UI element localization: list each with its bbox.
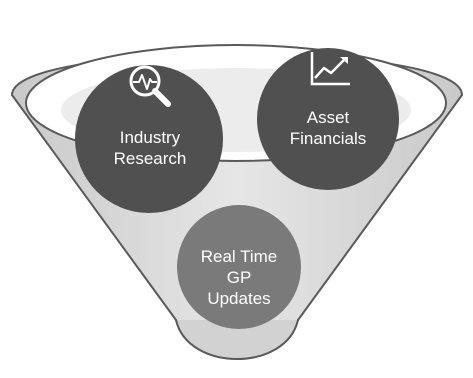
gp-updates-label-line1: Real Time — [201, 247, 278, 266]
industry-research-circle: Industry Research — [75, 65, 223, 213]
asset-financials-label-line1: Asset — [307, 108, 350, 127]
gp-updates-circle: Real Time GP Updates — [177, 205, 301, 329]
magnifier-pulse-icon — [129, 65, 171, 107]
industry-research-label-line2: Research — [114, 149, 187, 168]
asset-financials-label-line2: Financials — [290, 129, 367, 148]
gp-updates-label-line2: GP — [227, 268, 252, 287]
industry-research-label-line1: Industry — [120, 128, 181, 147]
funnel-spout — [175, 319, 299, 360]
gp-updates-label-line3: Updates — [207, 289, 270, 308]
line-chart-trend-icon — [310, 52, 350, 86]
asset-financials-circle: Asset Financials — [257, 48, 399, 190]
